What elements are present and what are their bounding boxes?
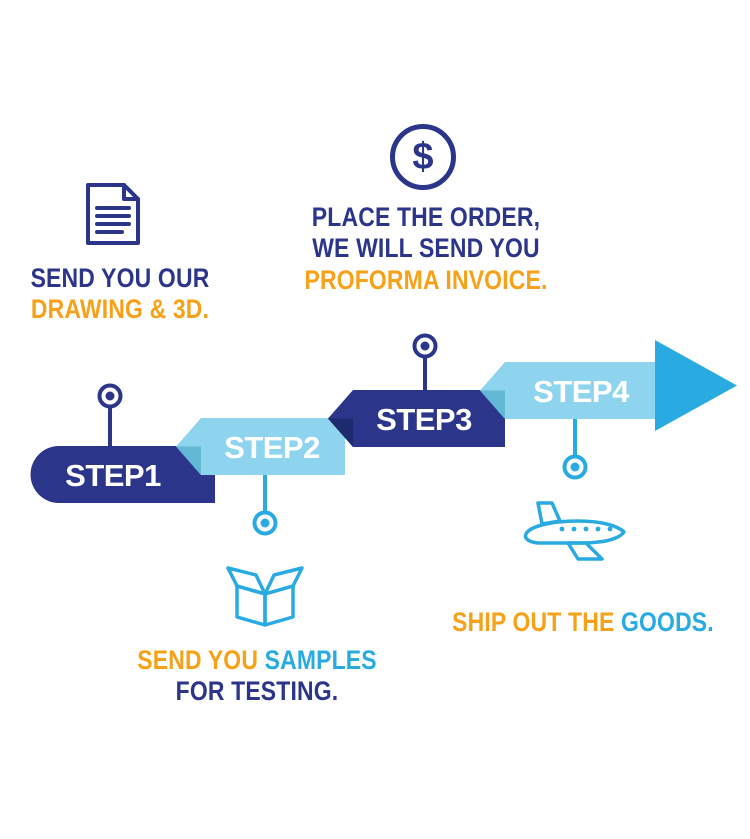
step3-bar bbox=[328, 390, 505, 447]
document-icon bbox=[86, 183, 140, 245]
step4-caption: SHIP OUT THE GOODS. bbox=[452, 607, 714, 638]
step4-label: STEP4 bbox=[533, 374, 630, 409]
step3-caption-line1: PLACE THE ORDER, bbox=[311, 202, 541, 232]
step3-caption-line2: WE WILL SEND YOU bbox=[312, 233, 540, 264]
step1-connector bbox=[97, 383, 123, 446]
box-left-flap bbox=[226, 566, 267, 596]
plane-wing bbox=[566, 541, 604, 561]
dollar-glyph: $ bbox=[412, 135, 434, 178]
step3-bar-shape bbox=[328, 390, 505, 447]
step1-caption-line1: SEND YOU OUR bbox=[30, 263, 210, 293]
step3-caption: PLACE THE ORDER, WE WILL SEND YOU PROFOR… bbox=[304, 202, 547, 296]
step2-caption-line1-part2: SAMPLES bbox=[264, 645, 377, 675]
step2-caption: SEND YOU SAMPLES FOR TESTING. bbox=[137, 645, 377, 708]
step2-connector bbox=[252, 475, 278, 536]
box-right-flap bbox=[263, 566, 304, 596]
step3-connector-dot bbox=[420, 341, 430, 351]
step2-caption-line1-part1: SEND YOU bbox=[137, 645, 265, 675]
step1-caption: SEND YOU OUR DRAWING & 3D. bbox=[31, 263, 210, 326]
step4-connector-dot bbox=[570, 462, 580, 472]
step4-arrowhead bbox=[655, 340, 737, 431]
plane-window-3 bbox=[583, 526, 589, 532]
step2-label: STEP2 bbox=[224, 430, 320, 465]
step3-label: STEP3 bbox=[376, 402, 472, 437]
step4-bar-fold bbox=[480, 390, 505, 419]
step3-connector bbox=[412, 333, 438, 390]
dollar-circle-icon: $ bbox=[390, 124, 456, 190]
step3-caption-line3: PROFORMA INVOICE. bbox=[304, 264, 548, 295]
plane-window-4 bbox=[595, 526, 601, 532]
step2-bar-fold bbox=[176, 446, 201, 475]
step1-connector-dot bbox=[105, 391, 115, 401]
step1-caption-line2: DRAWING & 3D. bbox=[30, 294, 210, 325]
step4-connector bbox=[562, 419, 588, 480]
step4-bar-shape bbox=[480, 362, 662, 419]
step2-bar bbox=[176, 418, 345, 475]
step3-bar-fold bbox=[328, 418, 353, 447]
airplane-icon bbox=[523, 501, 626, 561]
step1-bar-shape bbox=[30, 446, 215, 503]
plane-fuselage bbox=[523, 519, 626, 545]
step4-caption-line1: SHIP OUT THE GOODS. bbox=[452, 607, 714, 638]
step4-caption-part2: GOODS. bbox=[621, 607, 714, 637]
step4-caption-part1: SHIP OUT THE bbox=[452, 607, 622, 637]
package-box-icon bbox=[226, 566, 304, 627]
step1-label: STEP1 bbox=[65, 458, 161, 493]
step2-caption-line1: SEND YOU SAMPLES bbox=[137, 645, 377, 676]
step2-bar-shape bbox=[176, 418, 345, 475]
step1-bar bbox=[30, 446, 215, 503]
plane-window-2 bbox=[571, 526, 577, 532]
plane-window-5 bbox=[607, 526, 613, 532]
document-outline bbox=[86, 183, 140, 245]
step4-bar bbox=[480, 340, 737, 431]
document-text-lines bbox=[95, 206, 131, 234]
document-fold bbox=[122, 183, 140, 201]
step2-caption-line2: FOR TESTING. bbox=[175, 676, 339, 707]
step2-connector-dot bbox=[260, 518, 270, 528]
plane-window-1 bbox=[559, 526, 565, 532]
